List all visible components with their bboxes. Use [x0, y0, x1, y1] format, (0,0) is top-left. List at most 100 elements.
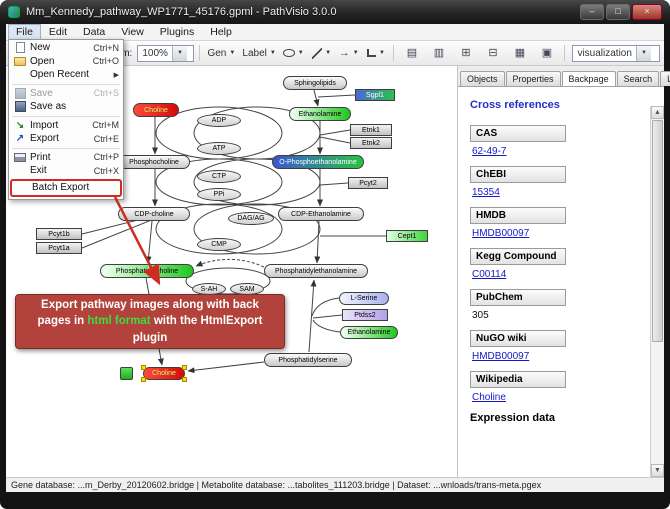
node-label: Phosphatidylethanolamine — [274, 267, 358, 275]
xref-link[interactable]: HMDB00097 — [472, 351, 530, 362]
pathway-node-etnk2[interactable]: Etnk2 — [350, 137, 392, 149]
tab-backpage[interactable]: Backpage — [561, 71, 616, 87]
pathway-node-cdp-choline[interactable]: CDP-choline — [118, 207, 190, 221]
close-button[interactable]: × — [632, 4, 662, 20]
scroll-up-icon[interactable]: ▲ — [651, 106, 664, 119]
pathway-node-sphingolipids[interactable]: Sphingolipids — [283, 76, 347, 90]
minimize-button[interactable]: – — [580, 4, 604, 20]
arrow-dropdown[interactable]: →▼ — [336, 44, 361, 63]
visualization-combobox[interactable]: visualization ▼ — [572, 44, 660, 62]
connector-dropdown[interactable]: ▼ — [363, 44, 388, 63]
scroll-down-icon[interactable]: ▼ — [651, 464, 664, 477]
xref-database-header: PubChem — [470, 289, 566, 306]
pathway-node-choline[interactable]: Choline — [141, 365, 187, 382]
datanode-dropdown[interactable]: Gen▼ — [205, 44, 238, 63]
distribute-horizontal-button[interactable]: ⊞ — [453, 44, 478, 63]
xref-link[interactable]: Choline — [472, 392, 506, 403]
title-bar[interactable]: Mm_Kennedy_pathway_WP1771_45176.gpml - P… — [0, 0, 670, 24]
scrollbar-thumb[interactable] — [652, 120, 663, 342]
pathway-node-choline[interactable]: Choline — [133, 103, 179, 117]
shape-dropdown[interactable]: ▼ — [280, 44, 306, 63]
xref-link[interactable]: 62-49-7 — [472, 146, 507, 157]
xref-link[interactable]: HMDB00097 — [472, 228, 530, 239]
pathway-node-adp[interactable]: ADP — [197, 114, 241, 127]
menu-item-open-recent[interactable]: Open Recent▶ — [10, 68, 122, 82]
stack-button[interactable]: ▦ — [507, 44, 532, 63]
selection-handle[interactable] — [141, 365, 146, 370]
menu-view[interactable]: View — [121, 26, 144, 38]
node-label: CMP — [211, 241, 227, 248]
tab-legend[interactable]: Legend — [660, 71, 670, 86]
pathway-node-etnk1[interactable]: Etnk1 — [350, 124, 392, 136]
label-dropdown[interactable]: Label▼ — [240, 44, 278, 63]
menu-item-save-as[interactable]: Save as — [10, 100, 122, 114]
group-button[interactable]: ▣ — [534, 44, 559, 63]
node-label: Choline — [152, 370, 176, 377]
chevron-down-icon[interactable]: ▼ — [635, 45, 651, 61]
tab-properties[interactable]: Properties — [505, 71, 561, 86]
maximize-button[interactable]: □ — [606, 4, 630, 20]
pathway-node-ethanolamine[interactable]: Ethanolamine — [340, 326, 398, 339]
chevron-down-icon: ▼ — [378, 50, 385, 56]
align-vertical-button[interactable]: ▥ — [426, 44, 451, 63]
panel-scrollbar[interactable]: ▲ ▼ — [650, 106, 664, 477]
pathway-node-phosphocholine[interactable]: Phosphocholine — [118, 155, 190, 169]
pathway-node-phosphatidylcholine[interactable]: Phosphatidylcholine — [100, 264, 194, 278]
pathway-node-ptdss2[interactable]: Ptdss2 — [342, 309, 388, 321]
menu-data[interactable]: Data — [83, 26, 106, 38]
chevron-down-icon[interactable]: ▼ — [171, 45, 187, 61]
toolbar-separator — [393, 45, 395, 61]
menu-item-shortcut: Ctrl+X — [93, 165, 119, 176]
zoom-combobox[interactable]: 100% ▼ — [137, 44, 194, 62]
pathway-node-pcyt1a[interactable]: Pcyt1a — [36, 242, 82, 254]
pathway-node-cmp[interactable]: CMP — [197, 238, 241, 251]
pathway-node-ctp[interactable]: CTP — [197, 170, 241, 183]
menu-help[interactable]: Help — [210, 26, 232, 38]
pathway-node-ethanolamine[interactable]: Ethanolamine — [289, 107, 351, 121]
node-label: Cept1 — [397, 232, 417, 240]
menu-item-label: New — [30, 42, 51, 54]
selection-handle[interactable] — [182, 377, 187, 382]
pathway-node-ppi[interactable]: PPi — [197, 188, 241, 201]
menu-item-batch-export[interactable]: Batch Export — [10, 178, 122, 197]
pathway-node-pcyt2[interactable]: Pcyt2 — [348, 177, 388, 189]
toolbar-separator — [564, 45, 566, 61]
menu-edit[interactable]: Edit — [48, 26, 68, 38]
menu-file[interactable]: File — [8, 24, 41, 40]
chevron-down-icon: ▼ — [229, 50, 236, 56]
oval-shape-icon — [283, 49, 295, 57]
node-label: CDP-Ethanolamine — [291, 210, 351, 218]
xref-link[interactable]: 15354 — [472, 187, 500, 198]
selection-handle[interactable] — [141, 377, 146, 382]
pathway-node-atp[interactable]: ATP — [197, 142, 241, 155]
xref-link[interactable]: C00114 — [472, 269, 507, 280]
pathway-node-phosphatidylserine[interactable]: Phosphatidylserine — [264, 353, 352, 367]
pathway-node-l-serine[interactable]: L-Serine — [339, 292, 389, 305]
pathway-node-phosphatidylethanolamine[interactable]: Phosphatidylethanolamine — [264, 264, 368, 278]
pathway-node-cept1[interactable]: Cept1 — [386, 230, 428, 242]
align-horizontal-button[interactable]: ▤ — [399, 44, 424, 63]
chevron-down-icon: ▼ — [325, 50, 332, 56]
pathway-node-sgpl1[interactable]: Sgpl1 — [355, 89, 395, 101]
pathway-node-pcyt1b[interactable]: Pcyt1b — [36, 228, 82, 240]
pathway-node-state[interactable] — [120, 367, 133, 380]
pathway-node-cdp-ethanolamine[interactable]: CDP-Ethanolamine — [278, 207, 364, 221]
pathway-node-o-phosphoethanolamine[interactable]: O-Phosphoethanolamine — [272, 155, 364, 169]
distribute-vertical-button[interactable]: ⊟ — [480, 44, 505, 63]
menu-separator — [12, 115, 120, 117]
tab-objects[interactable]: Objects — [460, 71, 505, 86]
tab-search[interactable]: Search — [616, 71, 660, 86]
selection-handle[interactable] — [182, 365, 187, 370]
menu-plugins[interactable]: Plugins — [159, 26, 195, 38]
pathway-node-dag-ag[interactable]: DAG/AG — [228, 212, 274, 225]
line-dropdown[interactable]: ▼ — [309, 44, 334, 63]
